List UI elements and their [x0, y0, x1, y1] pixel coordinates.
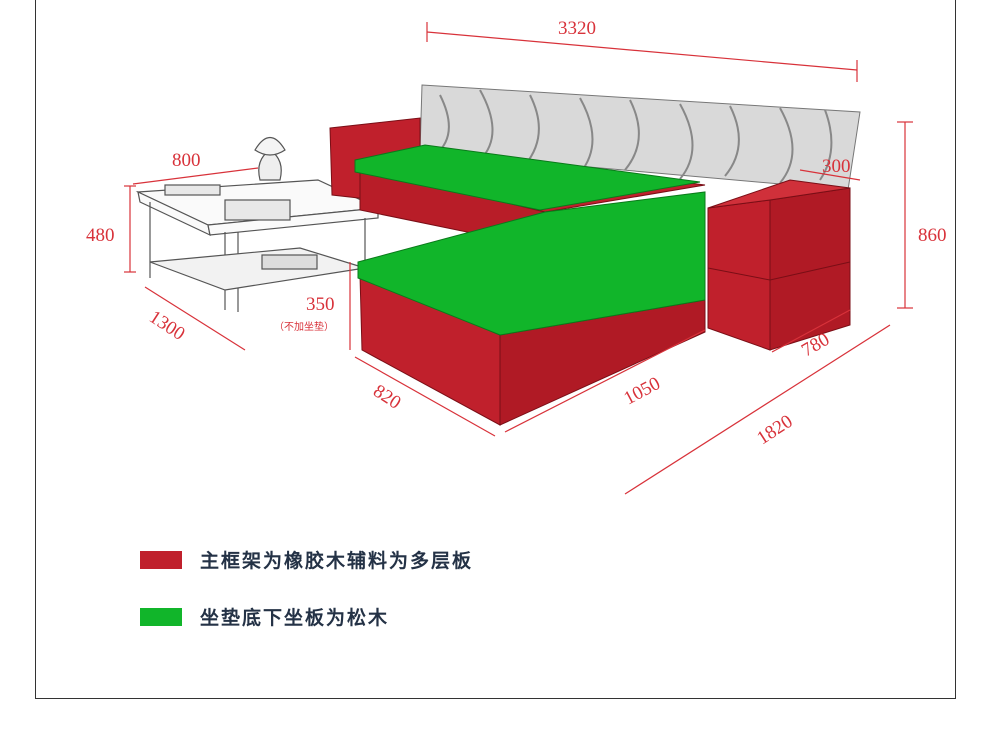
dim-total-length: 3320: [558, 18, 596, 39]
dim-chaise-width: 820: [369, 381, 404, 414]
dim-seat-height: 350: [306, 294, 335, 315]
page-frame: [35, 0, 956, 699]
dimension-lines: [124, 22, 913, 495]
legend-item-frame: 主框架为橡胶木辅料为多层板: [140, 546, 473, 573]
dim-table-width: 800: [172, 150, 201, 171]
dim-table-height: 480: [86, 225, 115, 246]
dim-table-length: 1300: [145, 307, 188, 345]
dim-seat-height-note: （不加坐垫）: [274, 320, 334, 333]
coffee-table: [135, 136, 381, 312]
legend-label: 坐垫底下坐板为松木: [200, 607, 390, 629]
dim-cabinet-width: 300: [822, 156, 851, 177]
dim-back-height: 860: [918, 225, 947, 246]
sofa-chaise: [357, 191, 706, 426]
dim-side-length: 1820: [753, 411, 796, 449]
dim-chaise-length: 1050: [620, 373, 663, 409]
legend-item-cushion: 坐垫底下坐板为松木: [140, 603, 389, 630]
legend-swatch-red: [140, 550, 182, 569]
right-side-cabinet: [707, 179, 851, 351]
legend-label: 主框架为橡胶木辅料为多层板: [200, 550, 474, 572]
legend-swatch-green: [140, 607, 182, 626]
